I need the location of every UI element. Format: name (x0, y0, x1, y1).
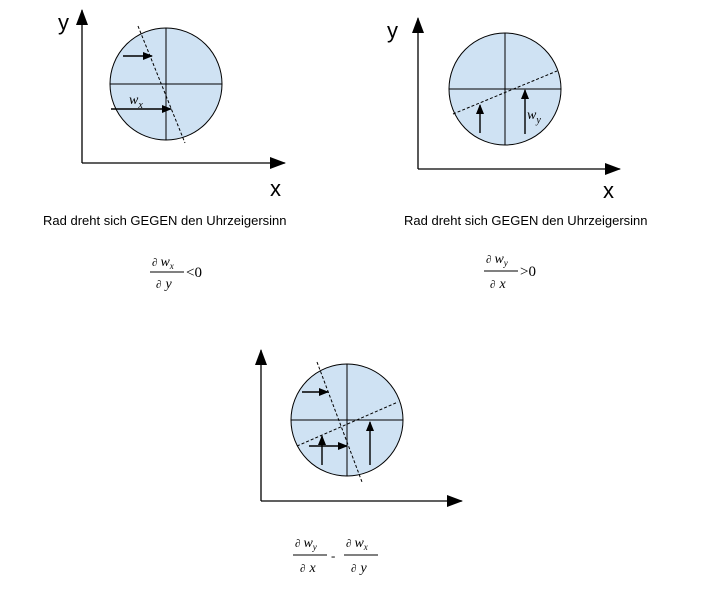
tilted-dashed-line-left (137, 25, 186, 144)
tilted-dashed-line-horizontal-bottom (296, 401, 399, 447)
svg-text:∂wy: ∂wy (486, 252, 508, 268)
x-axis-label-right: x (603, 178, 614, 203)
tilted-dashed-line-vertical-bottom (316, 361, 363, 483)
y-axis-label-right: y (387, 18, 398, 43)
svg-text:∂wx: ∂wx (152, 255, 174, 271)
svg-text:∂y: ∂y (351, 561, 367, 576)
panel-right: y x wy Rad dreht sich GEGEN den Uhrzeige… (387, 17, 648, 292)
caption-right: Rad dreht sich GEGEN den Uhrzeigersinn (404, 213, 648, 228)
velocity-label-wy: wy (527, 108, 541, 126)
tilted-dashed-line-right (452, 70, 558, 115)
svg-text:∂x: ∂x (490, 277, 506, 292)
formula-right: ∂wy ∂x >0 (484, 252, 536, 292)
caption-left: Rad dreht sich GEGEN den Uhrzeigersinn (43, 213, 287, 228)
svg-text:∂y: ∂y (156, 277, 172, 292)
y-axis-label-left: y (58, 10, 69, 35)
formula-bottom: ∂wy ∂x - ∂wx ∂y (293, 536, 378, 576)
velocity-label-wx: wx (129, 93, 143, 111)
panel-bottom: ∂wy ∂x - ∂wx ∂y (255, 349, 463, 576)
formula-left: ∂wx ∂y <0 (150, 255, 202, 292)
panel-left: y x wx Rad dreht sich GEGEN den Uhrzeige… (43, 9, 287, 292)
svg-text:∂wx: ∂wx (346, 536, 368, 552)
svg-text:-: - (331, 548, 335, 563)
svg-text:∂x: ∂x (300, 561, 316, 576)
svg-text:<0: <0 (186, 265, 202, 281)
svg-text:∂wy: ∂wy (295, 536, 317, 552)
x-axis-label-left: x (270, 176, 281, 201)
svg-text:>0: >0 (520, 264, 536, 280)
